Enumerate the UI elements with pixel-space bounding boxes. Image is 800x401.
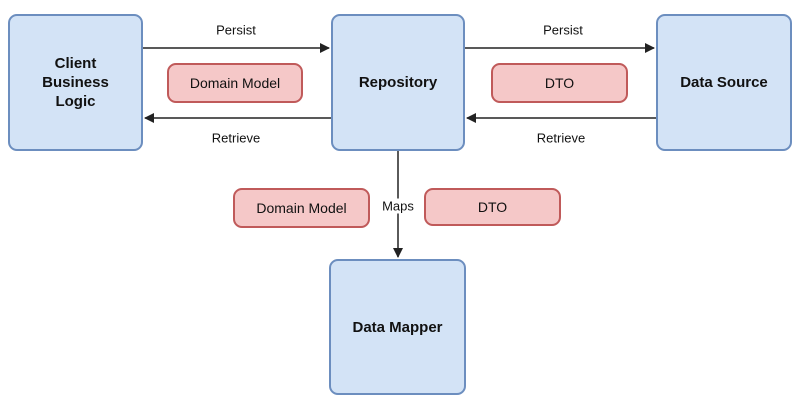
tag-dto-bottom-label: DTO <box>477 199 508 215</box>
tag-domain-model-bottom: Domain Model <box>233 188 370 228</box>
tag-domain-model-top: Domain Model <box>167 63 303 103</box>
tag-domain-model-top-label: Domain Model <box>189 75 281 91</box>
node-client-label: Client Business Logic <box>42 55 109 110</box>
edge-label-retrieve-left: Retrieve <box>209 130 263 146</box>
node-data-mapper[interactable]: Data Mapper <box>329 259 466 395</box>
node-repository[interactable]: Repository <box>331 14 465 151</box>
node-data-source[interactable]: Data Source <box>656 14 792 151</box>
tag-dto-bottom: DTO <box>424 188 561 226</box>
node-data-source-label: Data Source <box>680 74 768 91</box>
node-data-mapper-label: Data Mapper <box>352 318 443 336</box>
tag-domain-model-bottom-label: Domain Model <box>256 200 347 216</box>
tag-dto-top-label: DTO <box>544 75 575 91</box>
tag-dto-top: DTO <box>491 63 628 103</box>
edge-label-maps: Maps <box>380 198 416 214</box>
edge-label-persist-left: Persist <box>214 22 258 38</box>
node-repository-label: Repository <box>358 74 438 91</box>
node-client-business-logic[interactable]: Client Business Logic <box>8 14 143 151</box>
edge-label-retrieve-right: Retrieve <box>534 130 588 146</box>
edge-label-persist-right: Persist <box>541 22 585 38</box>
